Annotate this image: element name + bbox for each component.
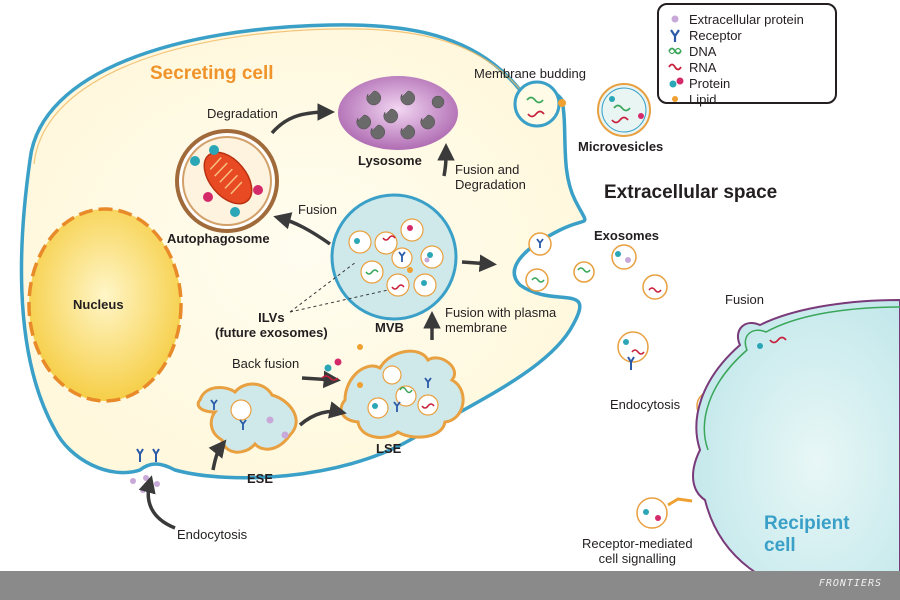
recipient-cell [692, 298, 900, 596]
legend-label: RNA [689, 59, 717, 75]
mvb-label: MVB [375, 320, 404, 335]
legend-item: Lipid [667, 91, 716, 107]
fusion-label-1: Fusion [298, 202, 338, 217]
legend-item: RNA [667, 59, 716, 75]
recipient-cell-title: Recipient cell [764, 513, 850, 556]
lse-label: LSE [376, 441, 402, 456]
extracellular-space-label: Extracellular space [604, 182, 778, 203]
autophagosome-label: Autophagosome [167, 231, 270, 246]
microvesicles-label: Microvesicles [578, 139, 664, 154]
fusion-with-plasma-membrane-label: Fusion with plasma membrane [445, 305, 557, 335]
ilvs [348, 218, 444, 297]
legend: Extracellular protein Receptor DNA RNA P… [657, 3, 837, 107]
receptor-mediated-label: Receptor-mediated cell signalling [582, 536, 693, 566]
fusion-and-degradation-label: Fusion and Degradation [455, 162, 526, 192]
degradation-label: Degradation [207, 106, 278, 121]
secreting-cell-title: Secreting cell [150, 63, 274, 84]
legend-item: DNA [667, 43, 716, 59]
ilvs-label: ILVs (future exosomes) [215, 310, 328, 340]
protein-icon [667, 75, 689, 91]
back-fusion-label: Back fusion [232, 356, 300, 371]
membrane-bud [513, 80, 561, 128]
endocytosis-label-2: Endocytosis [610, 397, 681, 412]
legend-label: Protein [689, 75, 731, 91]
endocytosis-receptors [136, 448, 160, 462]
lysosome [338, 76, 458, 150]
endocytosis-label-1: Endocytosis [177, 527, 248, 542]
ese-label: ESE [247, 471, 274, 486]
legend-label: Receptor [689, 27, 742, 43]
back-fusion-cargo [321, 344, 363, 381]
mitochondrion [203, 151, 253, 205]
receptor-icon [667, 27, 689, 43]
extracellular-protein-icon [667, 11, 689, 27]
nucleus-label: Nucleus [73, 297, 124, 312]
dna-icon [667, 43, 689, 59]
footer-bar: FRONTIERS [0, 571, 900, 600]
legend-label: DNA [689, 43, 717, 59]
mvb-cargo [354, 225, 433, 290]
arrows [138, 103, 497, 530]
legend-item: Extracellular protein [667, 11, 804, 27]
fusion-label-2: Fusion [725, 292, 765, 307]
exosomes-label: Exosomes [594, 228, 660, 243]
rna-icon [667, 59, 689, 75]
footer-credit: FRONTIERS [818, 578, 882, 589]
legend-item: Protein [667, 75, 730, 91]
lysosome-enzymes [356, 90, 445, 140]
ilv-pointer-lines [289, 261, 389, 313]
membrane-budding-label: Membrane budding [474, 66, 587, 81]
nucleus [27, 207, 183, 403]
legend-label: Lipid [689, 91, 717, 107]
legend-item: Receptor [667, 27, 742, 43]
lysosome-label: Lysosome [358, 153, 422, 168]
lipid-icon [667, 91, 689, 107]
legend-label: Extracellular protein [689, 11, 804, 27]
